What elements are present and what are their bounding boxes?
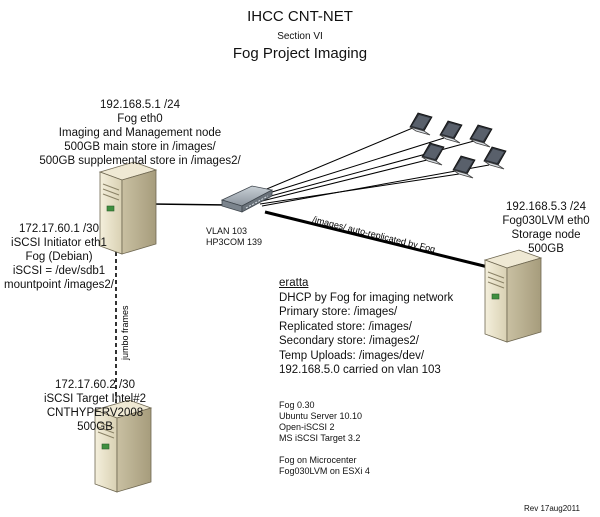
storage-node-line: Storage node (511, 229, 581, 241)
fog-node-line: 500GB main store in /images/ (64, 141, 216, 153)
software-line: Fog 0.30 (279, 400, 315, 410)
eratta-notes: eratta DHCP by Fog for imaging network P… (279, 276, 453, 378)
iscsi-target-label: 172.17.60.2 /30 iSCSI Target Intel#2 CNT… (20, 378, 170, 434)
switch-icon (220, 185, 274, 213)
software-line: Ubuntu Server 10.10 (279, 411, 363, 421)
jumbo-frames-label: jumbo frames (120, 305, 130, 361)
software-line: Open-iSCSI 2 (279, 422, 335, 432)
eratta-heading: eratta (279, 277, 309, 289)
link-fog-to-switch (151, 203, 229, 206)
storage-node-label: 192.168.5.3 /24 Fog030LVM eth0 Storage n… (496, 200, 596, 256)
storage-node-line: Fog030LVM eth0 (502, 215, 590, 227)
switch-label: VLAN 103 HP3COM 139 (206, 226, 262, 248)
iscsi-target-line: CNTHYPERV2008 (46, 407, 144, 419)
storage-node-line: 192.168.5.3 /24 (506, 201, 586, 213)
revision-label: Rev 17aug2011 (524, 504, 580, 513)
storage-node-line: 500GB (528, 243, 564, 255)
fog-node-line: Imaging and Management node (58, 127, 222, 139)
software-line (279, 444, 370, 455)
eratta-line: DHCP by Fog for imaging network (279, 291, 454, 304)
laptop-icon (421, 142, 445, 166)
iscsi-target-line: 500GB (77, 421, 113, 433)
fog-node-line: 192.168.5.1 /24 (100, 99, 180, 111)
page-subtitle: Fog Project Imaging (232, 45, 368, 62)
page-title: IHCC CNT-NET (247, 8, 353, 25)
laptop-icon (409, 112, 433, 136)
iscsi-initiator-line: mountpoint /images2/ (4, 279, 114, 291)
software-notes: Fog 0.30 Ubuntu Server 10.10 Open-iSCSI … (279, 400, 370, 477)
section-label: Section VI (277, 31, 323, 42)
iscsi-initiator-line: iSCSI = /dev/sdb1 (12, 265, 106, 277)
fog-node-line: 500GB supplemental store in /images2/ (39, 155, 241, 167)
switch-line: VLAN 103 (206, 226, 248, 236)
iscsi-target-line: 172.17.60.2 /30 (55, 379, 135, 391)
replication-label: /images/ auto-replicated by Fog (312, 214, 437, 254)
eratta-line: Primary store: /images/ (279, 306, 398, 318)
eratta-line: Secondary store: /images2/ (279, 335, 419, 347)
server-icon (484, 249, 542, 343)
iscsi-initiator-line: Fog (Debian) (25, 251, 93, 263)
eratta-line: Temp Uploads: /images/dev/ (279, 349, 425, 362)
software-line: Fog on Microcenter (279, 455, 357, 465)
iscsi-initiator-line: iSCSI Initiator eth1 (11, 237, 107, 249)
laptop-icon (469, 124, 493, 148)
laptop-icon (439, 120, 463, 144)
eratta-line: Replicated store: /images/ (279, 320, 412, 333)
fog-node-label: 192.168.5.1 /24 Fog eth0 Imaging and Man… (10, 98, 270, 168)
software-line: Fog030LVM on ESXi 4 (279, 466, 370, 476)
iscsi-target-line: iSCSI Target Intel#2 (43, 393, 147, 405)
iscsi-initiator-label: 172.17.60.1 /30 iSCSI Initiator eth1 Fog… (0, 222, 118, 292)
eratta-line: 192.168.5.0 carried on vlan 103 (279, 364, 441, 376)
link-switch-to-storage (264, 210, 489, 269)
switch-line: HP3COM 139 (206, 237, 263, 247)
software-line: MS iSCSI Target 3.2 (279, 433, 361, 443)
iscsi-initiator-line: 172.17.60.1 /30 (19, 223, 99, 235)
fog-node-line: Fog eth0 (117, 113, 163, 125)
